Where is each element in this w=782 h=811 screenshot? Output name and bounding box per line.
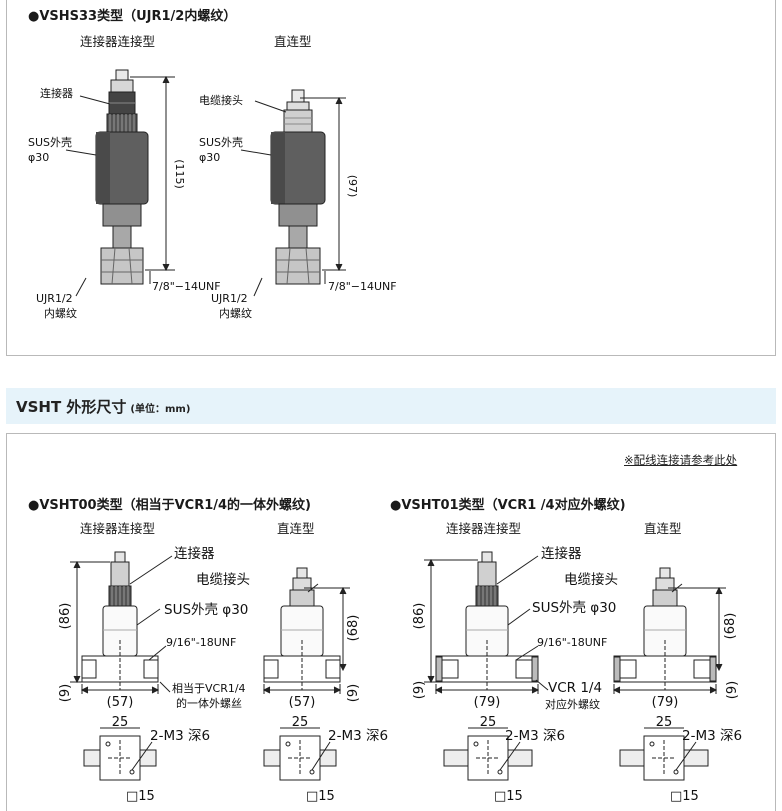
vshs33-left-thread-label: 7/8"−14UNF [152,280,221,293]
vsht00-heading: ●VSHT00类型（相当于VCR1/4的一体外螺纹) [28,498,311,513]
vsht01-cable-label: 电缆接头 [564,571,618,588]
vshs33-left-ujr-sub-label: 内螺纹 [44,306,77,320]
vsht00-direct-bottom-view [263,727,337,781]
vsht00-sq15-right: □15 [306,789,335,804]
vsht00-dim-86: (86) [58,603,73,630]
vsht-section-unit: (单位：mm) [130,404,191,415]
vsht01-dim-9-left: (9) [412,681,427,699]
vshs33-left-ujr-label: UJR1/2 [36,292,73,305]
vsht01-dim-9-right: (9) [725,681,740,699]
vsht00-m3-left: 2-M3 深6 [150,728,210,744]
vshs33-drawing: 连接器 SUS外壳 φ30 (115) 7/8"−14UNF UJR1/2 内螺… [28,69,397,320]
vshs33-right-thread-label: 7/8"−14UNF [328,280,397,293]
vsht01-m3-right: 2-M3 深6 [682,728,742,744]
vsht01-sq15-left: □15 [494,789,523,804]
vsht00-dim-57-left: (57) [107,695,134,710]
vshs33-right-housing-label: SUS外壳 [199,135,243,149]
vshs33-connector-sensor [95,69,149,285]
vshs33-right-height-dim: (97) [346,175,359,198]
vsht01-connector-label: 连接器 [541,545,582,562]
vsht00-vcr-label: 相当于VCR1/4 [172,681,246,695]
vsht01-direct-bottom-view [619,727,709,781]
vsht-drawing: 连接器 电缆接头 SUS外壳 φ30 9/16"-18UNF (86) (68)… [58,545,742,804]
vsht01-direct-sensor [613,567,717,690]
vshs33-heading: ●VSHS33类型（UJR1/2内螺纹） [28,9,237,24]
vsht-section-title-text: VSHT 外形尺寸 [16,398,127,416]
vsht01-dim-86: (86) [412,603,427,630]
vsht01-col-left-title: 连接器连接型 [446,521,522,536]
vsht01-dim-79-left: (79) [474,695,501,710]
vshs33-col-right-title: 直连型 [274,34,312,49]
vsht00-dim-68: (68) [346,615,361,642]
wiring-reference-link[interactable]: ※配线连接请参考此处 [624,453,738,467]
vsht00-col-right-title: 直连型 [277,521,315,536]
vsht01-dim-79-right: (79) [652,695,679,710]
vsht00-col-left-title: 连接器连接型 [80,521,156,536]
vsht00-direct-sensor [263,567,341,690]
vsht01-thread-label: 9/16"-18UNF [537,636,607,649]
vshs33-direct-sensor [270,89,326,285]
vsht01-sq15-right: □15 [670,789,699,804]
vsht01-col-right-title: 直连型 [644,521,682,536]
vsht01-housing-label: SUS外壳 φ30 [532,600,616,616]
vsht01-vcr-sub-label: 对应外螺纹 [545,697,600,711]
vsht01-heading: ●VSHT01类型（VCR1 /4对应外螺纹) [390,498,626,513]
vsht01-connector-bottom-view [443,727,533,781]
vsht01-connector-sensor [435,551,539,690]
vshs33-right-ujr-sub-label: 内螺纹 [219,306,252,320]
vsht00-dim-9-left: (9) [58,684,73,702]
vsht01-dim-68: (68) [723,613,738,640]
vsht00-connector-label: 连接器 [174,545,215,562]
vsht00-cable-label: 电缆接头 [196,571,250,588]
vsht00-thread-label: 9/16"-18UNF [166,636,236,649]
vsht00-vcr-sub-label: 的一体外螺丝 [176,696,242,710]
vsht01-m3-left: 2-M3 深6 [505,728,565,744]
vsht00-m3-right: 2-M3 深6 [328,728,388,744]
vshs33-col-left-title: 连接器连接型 [80,34,156,49]
vsht01-dim-25-right: 25 [656,715,673,730]
vsht00-dim-25-left: 25 [112,715,129,730]
vsht00-dim-9-right: (9) [346,684,361,702]
vsht-section-title: VSHT 外形尺寸(单位：mm) [16,396,190,417]
vshs33-cable-label: 电缆接头 [199,94,243,107]
vshs33-left-housing-label: SUS外壳 [28,135,72,149]
vsht01-dim-25-left: 25 [480,715,497,730]
vshs33-connector-label: 连接器 [40,87,73,100]
vsht00-connector-sensor [81,551,159,690]
vshs33-right-diameter-label: φ30 [199,151,220,164]
vsht-section-bar: VSHT 外形尺寸(单位：mm) [6,388,776,424]
vsht00-connector-bottom-view [83,727,157,781]
vshs33-left-diameter-label: φ30 [28,151,49,164]
vshs33-right-ujr-label: UJR1/2 [211,292,248,305]
vshs33-left-height-dim: (115) [173,159,186,189]
vsht00-sq15-left: □15 [126,789,155,804]
vsht00-dim-57-right: (57) [289,695,316,710]
vsht00-housing-label: SUS外壳 φ30 [164,602,248,618]
vsht00-dim-25-right: 25 [292,715,309,730]
vsht01-vcr-label: VCR 1/4 [548,680,602,696]
